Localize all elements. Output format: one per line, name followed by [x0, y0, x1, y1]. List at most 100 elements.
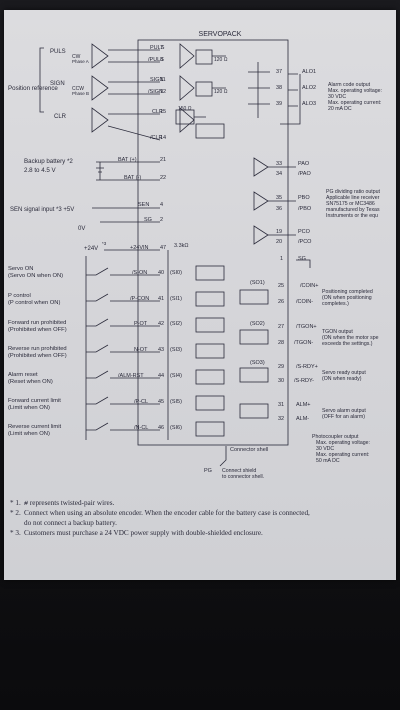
seq-input-row: Alarm reset (Reset when ON) /ALM-RST 44 … — [8, 369, 225, 385]
seq-output-pin-a: 27 — [278, 324, 284, 330]
pg-label-npbo: /PBO — [298, 206, 312, 212]
terminal-pin-2: 2 — [160, 217, 163, 223]
terminal-label-nclr: /CLR — [150, 135, 163, 141]
seq-output-label-a: /TGON+ — [296, 324, 317, 330]
seq-input-desc: Servo ON — [8, 266, 33, 272]
seq-input-desc: Alarm reset — [8, 372, 38, 378]
seq-input-pin: 42 — [158, 321, 164, 327]
seq-output-pin-a: 25 — [278, 283, 284, 289]
seq-input-desc: Forward run prohibited — [8, 320, 66, 326]
servopack-title: SERVOPACK — [199, 31, 242, 38]
seq-input-label: /N-CL — [134, 425, 148, 431]
terminal-label-sign: SIGN — [150, 77, 163, 83]
seq-input-pin: 46 — [158, 425, 164, 431]
footnote-2-cont: do not connect a backup battery. — [24, 519, 117, 527]
seq-output-pin-b: 26 — [278, 299, 284, 305]
connector-note-2: to connector shell. — [222, 474, 264, 480]
alarm-pin-37: 37 — [276, 69, 282, 75]
alarm-pin-39: 39 — [276, 101, 282, 107]
pg-desc-1: PG dividing ratio output — [326, 189, 380, 195]
pg-pin-34: 34 — [276, 171, 282, 177]
seq-input-label: /S-ON — [132, 270, 147, 276]
terminal-label-bat-minus: BAT (-) — [124, 175, 141, 181]
footnote-3: * 3.Customers must purchase a 24 VDC pow… — [10, 529, 263, 537]
terminal-pin-12: 12 — [160, 89, 166, 95]
seq-input-pin: 43 — [158, 347, 164, 353]
pg-label-pco: PCO — [298, 229, 311, 235]
backup-battery-range: 2.8 to 4.5 V — [24, 167, 57, 174]
seq-input-pin: 40 — [158, 270, 164, 276]
twisted-pair-icon: ⧣ — [24, 499, 30, 507]
terminal-pin-4: 4 — [160, 202, 163, 208]
terminal-pin-14: 14 — [160, 135, 166, 141]
terminal-pin-47: 47 — [160, 245, 166, 251]
terminal-label-sen: SEN — [138, 202, 149, 208]
terminal-label-sg: SG — [144, 217, 152, 223]
pg-desc-5: Instruments or the equ — [326, 213, 378, 219]
monitor-screen — [4, 10, 396, 580]
photocoupler-desc-1: Photocoupler output — [312, 434, 359, 440]
alarm-label-alo2: ALO2 — [302, 85, 316, 91]
seq-input-desc: Reverse current limit — [8, 424, 62, 430]
seq-output-label-a: /COIN+ — [300, 283, 319, 289]
seq-input-label: /P-CON — [130, 296, 149, 302]
seq-output-desc: completes.) — [322, 301, 349, 307]
pg-desc-4: manufactured by Texas — [326, 207, 380, 213]
pg-label-npao: /PAO — [298, 171, 311, 177]
alarm-desc-5: 20 mA DC — [328, 106, 352, 112]
seq-output-desc: Servo ready output — [322, 370, 366, 376]
seq-output-label-a: ALM+ — [296, 402, 311, 408]
seq-input-pin: 41 — [158, 296, 164, 302]
alarm-desc-2: Max. operating voltage: — [328, 88, 382, 94]
photocoupler-desc-4: Max. operating current: — [316, 452, 369, 458]
resistor-120-b: 120 Ω — [214, 89, 228, 95]
seq-output-pin-b: 30 — [278, 378, 284, 384]
alarm-desc-3: 30 VDC — [328, 94, 346, 100]
terminal-pin-15: 15 — [160, 109, 166, 115]
seq-input-pin: 44 — [158, 373, 164, 379]
pg-pin-1: 1 — [280, 256, 283, 262]
connector-shell-label: Connector shell — [230, 447, 268, 453]
terminal-pin-8: 8 — [160, 57, 163, 63]
seq-output-sig: (SO3) — [250, 360, 265, 366]
seq-output-desc: TGON output — [322, 329, 353, 335]
seq-output-desc: (ON when the motor spe — [322, 335, 379, 341]
seq-input-sig: (SI2) — [170, 321, 182, 327]
seq-output-label-b: /COIN- — [296, 299, 313, 305]
puls-cw: CW — [72, 54, 81, 60]
terminal-label-npuls: /PULS — [148, 57, 164, 63]
seq-input-row: Reverse run prohibited (Prohibited when … — [8, 343, 225, 359]
seq-input-desc: Reverse run prohibited — [8, 346, 67, 352]
terminal-label-bat-plus: BAT (+) — [118, 157, 137, 163]
seq-output-label-b: ALM- — [296, 416, 309, 422]
seq-output-row: (SO2) 27 /TGON+ 28 /TGON- TGON output (O… — [239, 321, 379, 347]
terminal-label-nsign: /SIGN — [148, 89, 163, 95]
seq-input-desc-sub: (Prohibited when OFF) — [8, 327, 67, 333]
seq-output-desc: (ON when ready) — [322, 376, 362, 382]
seq-output-pin-a: 29 — [278, 364, 284, 370]
seq-input-desc: Forward current limit — [8, 398, 61, 404]
seq-input-sig: (SI1) — [170, 296, 182, 302]
seq-output-row: 31 ALM+ 32 ALM- Servo alarm output (OFF … — [239, 402, 366, 422]
pg-label-pbo: PBO — [298, 195, 310, 201]
plus24v-footnote: *3 — [102, 241, 107, 246]
wiring-diagram: SERVOPACK Position reference PULS CW Pha… — [8, 31, 382, 480]
seq-input-row: P control (P control when ON) /P-CON 41 … — [8, 291, 225, 307]
zero-v-label: 0V — [78, 226, 85, 232]
seq-input-desc-sub: (Prohibited when OFF) — [8, 353, 67, 359]
seq-input-desc-sub: (P control when ON) — [8, 300, 60, 306]
seq-output-label-a: /S-RDY+ — [296, 364, 318, 370]
connector-pg-label: PG — [204, 468, 212, 474]
seq-input-sig: (SI4) — [170, 373, 182, 379]
seq-output-label-b: /S-RDY- — [294, 378, 314, 384]
pg-pin-20: 20 — [276, 239, 282, 245]
seq-output-label-b: /TGON- — [294, 340, 313, 346]
terminal-label-clr: CLR — [152, 109, 163, 115]
resistor-120-a: 120 Ω — [214, 57, 228, 63]
sen-signal-label: SEN signal input *3 +5V — [10, 207, 74, 213]
seq-output-pin-b: 32 — [278, 416, 284, 422]
seq-input-row: Reverse current limit (Limit when ON) /N… — [8, 421, 225, 437]
sign-ccw: CCW — [72, 86, 84, 92]
seq-output-sig: (SO1) — [250, 280, 265, 286]
sign-name: SIGN — [50, 81, 65, 87]
